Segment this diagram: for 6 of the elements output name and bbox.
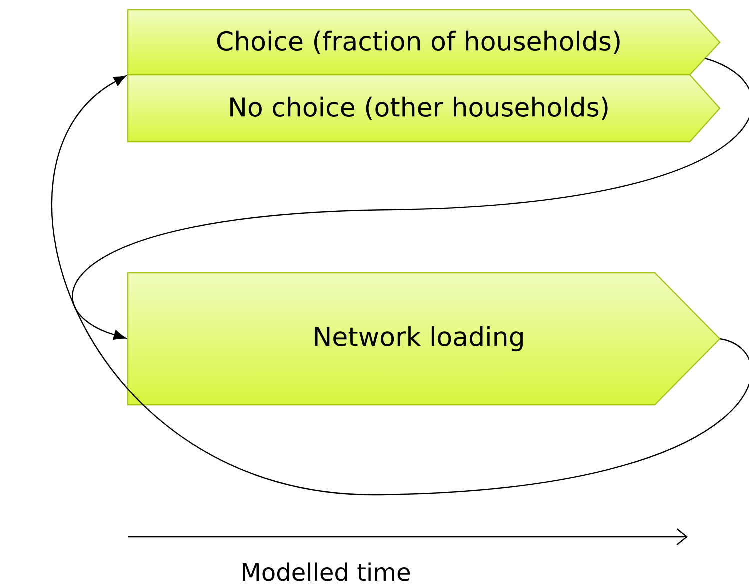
curved-arrow [52, 76, 749, 496]
process-arrow-box: Network loading [127, 272, 721, 406]
axis-label: Modelled time [243, 562, 410, 582]
process-arrow-box: Choice (fraction of households) [127, 9, 721, 76]
process-arrow-box: No choice (other households) [127, 74, 721, 143]
curved-arrow [72, 58, 749, 340]
